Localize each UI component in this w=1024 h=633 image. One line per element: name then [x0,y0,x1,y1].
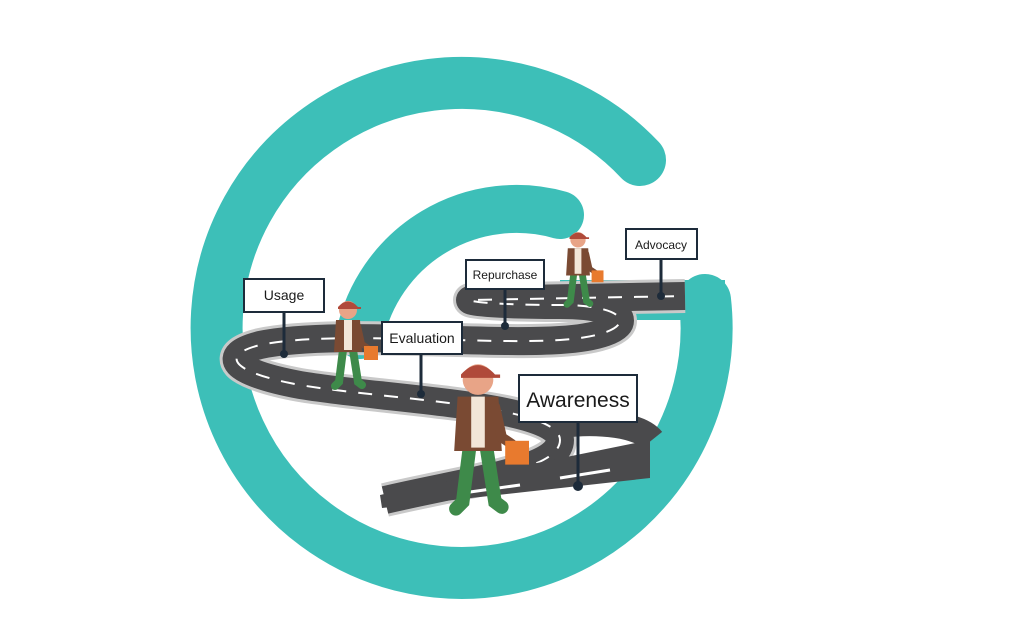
sign-board [465,259,545,290]
sign-label-repurchase: Repurchase [473,268,538,282]
sign-board [243,278,325,313]
brand-g-logo [190,56,733,599]
sign-post-base [501,322,509,330]
sign-repurchase: Repurchase [465,259,545,330]
sign-board [518,374,638,423]
g-inner-arc [336,184,584,359]
sign-awareness: Awareness [518,374,638,491]
winding-road [219,279,686,517]
sign-post-base [280,350,288,358]
road-right-bend [558,410,663,450]
sign-label-awareness: Awareness [526,389,630,412]
sign-post-base [657,292,665,300]
sign-label-advocacy: Advocacy [635,238,687,252]
sign-post-base [417,390,425,398]
sign-board [381,321,463,355]
g-crossbar [560,280,725,320]
sign-post-base [573,481,583,491]
sign-board [625,228,698,260]
sign-advocacy: Advocacy [625,228,698,300]
sign-label-evaluation: Evaluation [389,330,454,346]
g-outer-arc [190,56,733,599]
sign-evaluation: Evaluation [381,321,463,398]
sign-label-usage: Usage [264,287,305,303]
sign-usage: Usage [243,278,325,358]
road-center-marking [235,295,686,501]
road-foreground [380,440,650,508]
